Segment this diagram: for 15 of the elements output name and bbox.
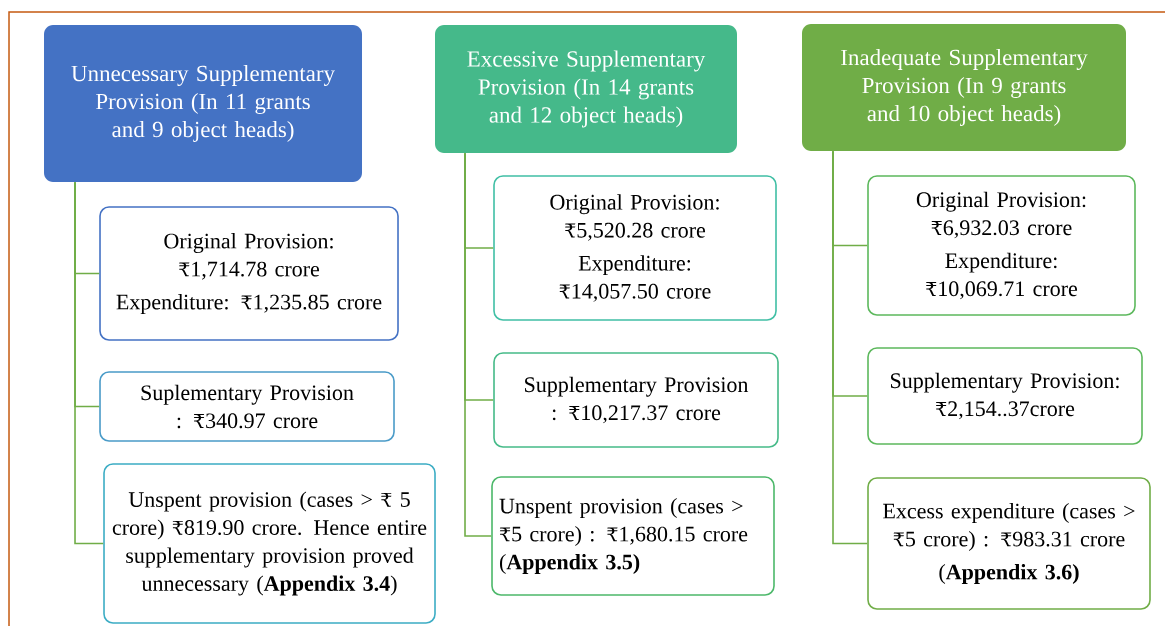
info-box: Original Provision: ₹6,932.03 crore Expenditure: ₹10,069.71 crore (867, 175, 1136, 316)
heading-box: Excessive Supplementary Provision (In 14 grants and 12 object heads) (435, 25, 737, 153)
info-box: Supplementary Provision: ₹2,154..37crore (867, 347, 1143, 445)
info-box: Excess expenditure (cases > ₹5 crore) : ₹983.31 crore (Appendix 3.6) (867, 477, 1151, 610)
info-box: Supplementary Provision : ₹10,217.37 crore (493, 352, 779, 448)
connector-line (74, 181, 104, 545)
info-box: Unspent provision (cases > ₹ 5 crore) ₹819.90 crore. Hence entire supplementary provision proved unnecessary (Appendix 3.4) (103, 463, 436, 624)
info-box: Original Provision: ₹1,714.78 crore Expenditure: ₹1,235.85 crore (99, 206, 399, 341)
connector-line (464, 152, 492, 537)
heading-box: Inadequate Supplementary Provision (In 9 grants and 10 object heads) (802, 24, 1126, 151)
info-box: Original Provision: ₹5,520.28 crore Expenditure: ₹14,057.50 crore (493, 175, 777, 321)
info-box: Suplementary Provision : ₹340.97 crore (99, 371, 395, 442)
info-box: Unspent provision (cases > ₹5 crore) : ₹1,680.15 crore (Appendix 3.5) (491, 476, 775, 596)
connector-line (832, 150, 868, 545)
heading-box: Unnecessary Supplementary Provision (In 11 grants and 9 object heads) (44, 25, 362, 182)
